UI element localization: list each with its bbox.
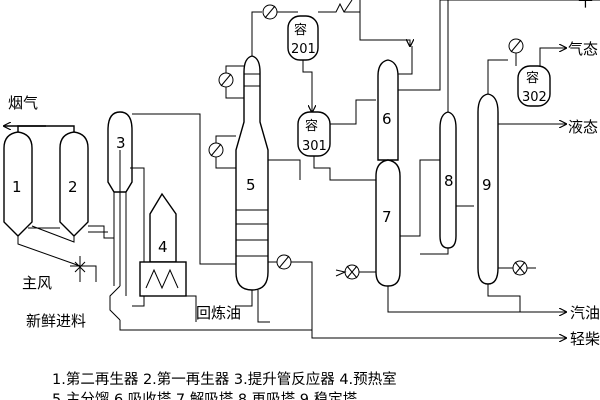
heat-exchanger [208,135,236,169]
stabilizer-condenser [508,38,524,66]
condenser-exchanger [262,4,298,20]
preheat-chamber: 4 [139,192,187,297]
stripper-number: 7 [382,208,392,226]
flue-gas-line: 烟气 [4,94,75,132]
absorber-column: 6 [377,59,399,161]
riser-reactor: 3 [107,111,133,296]
riser-reactor-number: 3 [116,134,126,152]
stripper-column: 7 [375,159,401,287]
re-absorber-column: 8 [439,111,457,249]
main-fractionator-number: 5 [246,176,256,194]
liquid-product-label: 液态 [568,118,598,136]
absorber-number: 6 [382,110,392,128]
reflux-drum-302: 容 302 [517,65,551,107]
gasoline-label: 汽油 [570,304,600,322]
light-diesel-label: 轻柴 [570,330,600,348]
recycle-oil-label: 回炼油 [196,304,241,322]
reboiler-exchanger [335,264,376,280]
fresh-feed-label: 新鲜进料 [26,312,86,330]
heat-exchanger [218,65,244,99]
re-absorber-number: 8 [444,172,454,190]
main-fractionator: 5 [235,55,269,291]
gas-product-label: 气态 [568,40,598,58]
drum-302-code: 302 [522,90,547,105]
heat-exchanger [268,254,300,270]
first-regenerator-number: 2 [68,178,78,196]
drum-301-code: 301 [302,139,327,154]
second-regenerator-number: 1 [12,178,22,196]
regenerator-piping [17,225,114,282]
legend-line-1: 1.第二再生器 2.第一再生器 3.提升管反应器 4.预热室 [52,370,397,388]
stabilizer-number: 9 [482,176,492,194]
dry-gas-label: 干 [578,0,593,10]
flue-gas-label: 烟气 [8,94,38,112]
reflux-drum-201: 容 201 [287,15,319,61]
preheat-chamber-number: 4 [158,238,168,256]
drum-201-name: 容 [294,22,307,38]
second-regenerator: 1 [3,131,33,237]
first-regenerator: 2 [59,131,89,237]
drum-201-code: 201 [291,42,316,57]
drum-302-name: 容 [526,70,539,86]
main-air-label: 主风 [22,274,52,292]
drum-301-name: 容 [305,118,318,134]
separator-drum-301: 容 301 [297,111,331,157]
legend-line-2: 5.主分馏 6.吸收塔 7.解吸塔 8.再吸塔 9.稳定塔 [52,391,358,400]
stabilizer-reboiler [498,260,536,276]
stabilizer-column: 9 [477,93,499,285]
